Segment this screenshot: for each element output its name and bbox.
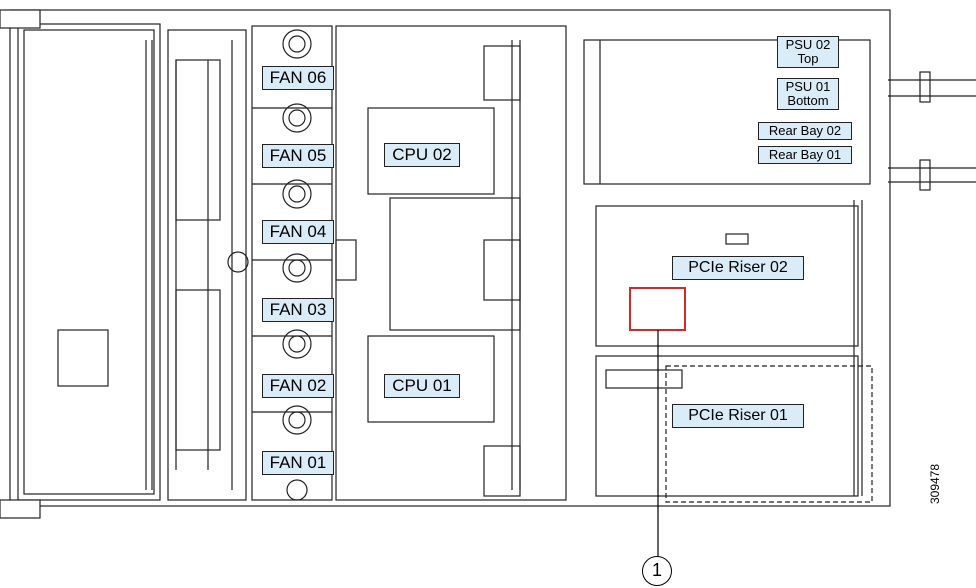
fan-02-label: FAN 02 xyxy=(262,374,334,398)
fan-03-label: FAN 03 xyxy=(262,298,334,322)
cpu-01-label: CPU 01 xyxy=(384,374,460,398)
chassis-outline xyxy=(9,9,891,507)
cpu-02-label: CPU 02 xyxy=(384,143,460,167)
highlight-box xyxy=(629,287,686,331)
center-dimm-block xyxy=(389,197,521,331)
front-panel-window xyxy=(57,329,109,387)
figure-id: 309478 xyxy=(928,463,942,505)
front-drive-bay xyxy=(17,23,161,501)
fan-01-label: FAN 01 xyxy=(262,451,334,475)
motherboard-area xyxy=(335,25,567,501)
rear-bay-01-label: Rear Bay 01 xyxy=(758,146,852,164)
psu-02-line2: Top xyxy=(797,51,819,66)
cpu2-heatsink xyxy=(367,107,495,195)
front-bezel xyxy=(23,29,155,495)
riser1-outline xyxy=(595,355,859,497)
psu-02-line1: PSU 02 xyxy=(785,37,831,52)
backplane xyxy=(167,29,247,501)
psu-01-label: PSU 01 Bottom xyxy=(777,78,839,110)
pcie-riser-02-label: PCIe Riser 02 xyxy=(672,256,804,280)
psu-01-line1: PSU 01 xyxy=(785,79,831,94)
fan-06-label: FAN 06 xyxy=(262,66,334,90)
riser2-outline xyxy=(595,205,859,347)
psu-02-label: PSU 02 Top xyxy=(777,36,839,68)
fan-04-label: FAN 04 xyxy=(262,220,334,244)
callout-number: 1 xyxy=(642,556,672,586)
psu-01-line2: Bottom xyxy=(787,93,829,108)
fan-05-label: FAN 05 xyxy=(262,144,334,168)
cpu1-heatsink xyxy=(367,335,495,423)
rear-bay-02-label: Rear Bay 02 xyxy=(758,122,852,140)
psu-bay xyxy=(583,39,871,185)
pcie-riser-01-label: PCIe Riser 01 xyxy=(672,404,804,428)
fan-bay xyxy=(251,25,333,501)
